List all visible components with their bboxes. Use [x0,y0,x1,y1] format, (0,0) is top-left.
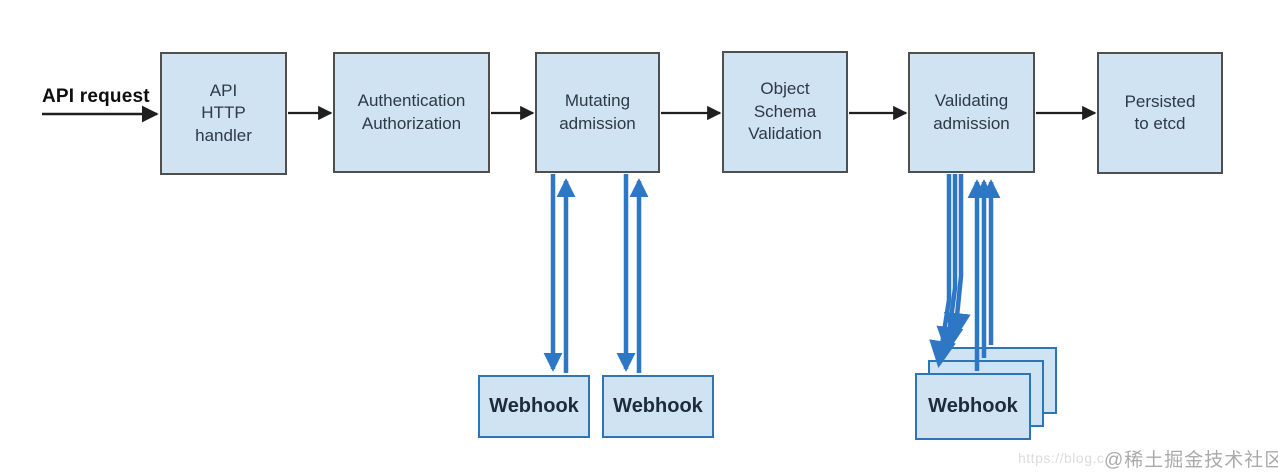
stage-label-line: Schema [753,101,817,121]
stage-label-line: to etcd [1134,114,1186,133]
stage-persisted-to-etcd: Persisted to etcd [1097,52,1223,174]
webhook-label: Webhook [489,395,579,417]
arrow-validating-to-webhooks-down-2 [936,174,964,355]
stage-label-line: Validation [748,124,822,144]
stage-label-line: HTTP [201,103,246,123]
stage-label-line: admission [933,113,1010,133]
stage-label-line: Authorization [361,113,462,133]
stage-label-line: Authentication [357,91,466,111]
stage-api-http-handler: API HTTP handler [160,52,287,175]
arrow-validating-to-webhooks-down-1 [929,174,956,369]
stage-authentication-authorization: Authentication Authorization [333,52,490,173]
watermark-url: https://blog.c [1018,450,1105,466]
api-request-label: API request [42,86,150,107]
stage-label-line: Mutating [564,91,631,111]
stage-label-line: Object [760,79,810,99]
arrow-validating-to-webhooks-down-3 [943,174,971,341]
webhook-box-mutating-1: Webhook [478,375,590,438]
webhook-box-validating-front: Webhook [915,373,1031,440]
stage-label-line: admission [559,113,636,133]
stage-mutating-admission: Mutating admission [535,52,660,173]
stage-object-schema-validation: Object Schema Validation [722,51,848,173]
stage-label-line: Persisted [1124,91,1196,111]
webhook-label: Webhook [613,395,703,417]
stage-validating-admission: Validating admission [908,52,1035,173]
stage-label-line: handler [195,125,252,145]
webhook-box-mutating-2: Webhook [602,375,714,438]
stage-label-line: API [209,80,238,100]
webhook-label: Webhook [928,395,1018,417]
watermark-community: @稀土掘金技术社区 [1104,450,1278,471]
stage-label-line: Validating [934,91,1009,111]
